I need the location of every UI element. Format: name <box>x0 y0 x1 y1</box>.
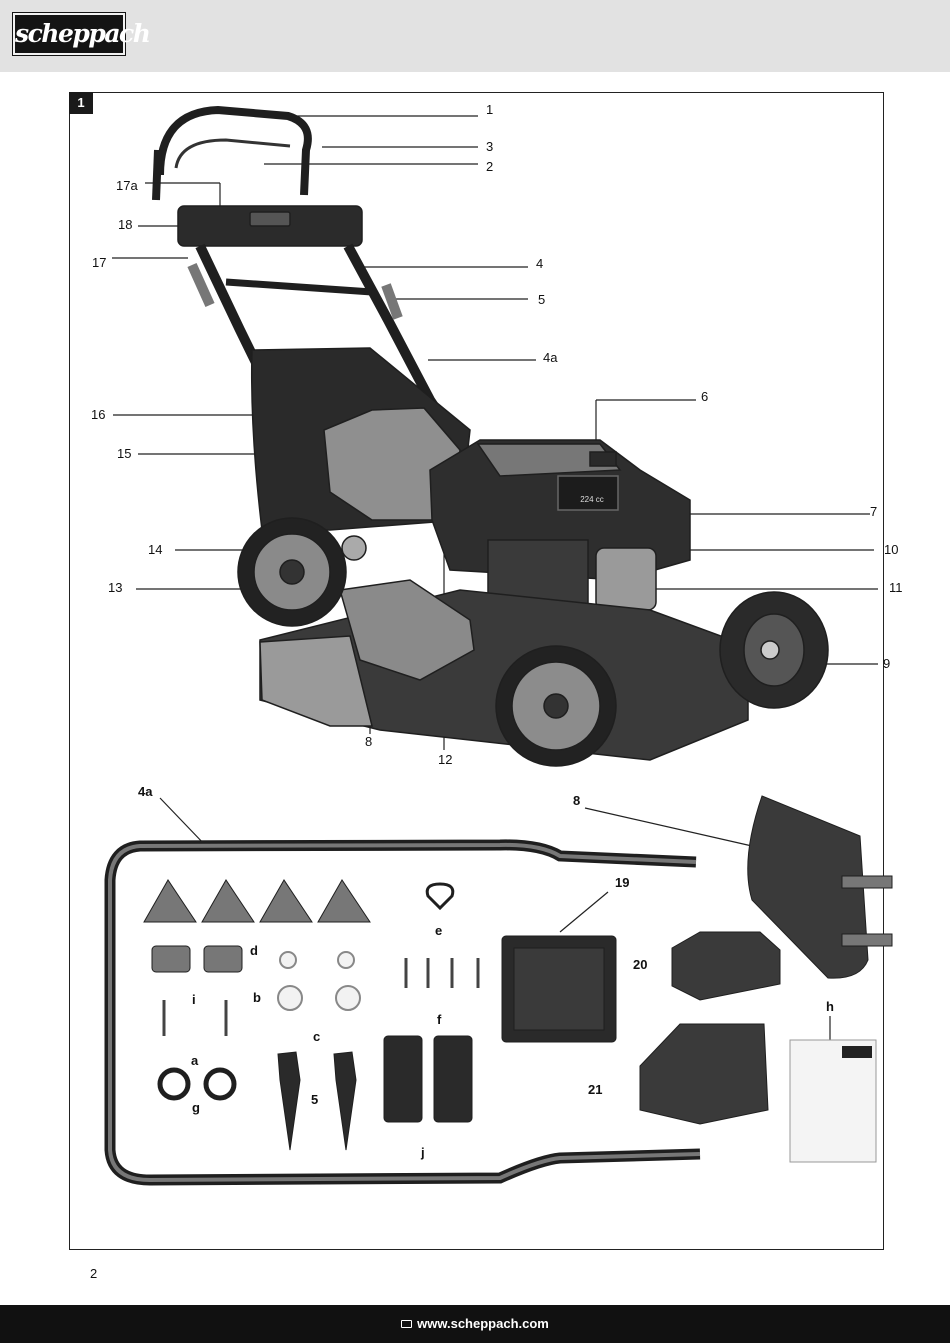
callout-10: 10 <box>884 542 899 557</box>
callout-11: 11 <box>889 580 903 595</box>
manual-h <box>789 1039 877 1163</box>
part-label-j: j <box>421 1145 425 1160</box>
callout-2: 2 <box>486 159 494 174</box>
part-label-b: b <box>253 990 261 1005</box>
callout-16: 16 <box>91 407 106 422</box>
engine-displacement-label: 224 cc <box>580 495 604 504</box>
website-link[interactable]: www.scheppach.com <box>0 1316 950 1331</box>
callout-13: 13 <box>108 580 123 595</box>
cable-clips-g <box>157 1067 237 1101</box>
clips-i <box>151 945 243 973</box>
callout-1: 1 <box>486 102 494 117</box>
part-label-8: 8 <box>573 793 581 808</box>
callout-6: 6 <box>701 389 709 404</box>
part-label-20: 20 <box>633 957 648 972</box>
levers-5 <box>277 1051 357 1151</box>
page-footer: www.scheppach.com <box>0 1305 950 1343</box>
part-label-a: a <box>191 1053 199 1068</box>
figure-number-badge: 1 <box>69 92 93 114</box>
callout-8: 8 <box>365 734 373 749</box>
callout-14: 14 <box>148 542 163 557</box>
mulch-plug-8 <box>747 795 869 979</box>
callout-17: 17 <box>92 255 107 270</box>
callout-9: 9 <box>883 656 891 671</box>
charger-21 <box>639 1023 769 1125</box>
lawn-mower-illustration: 224 cc <box>152 105 829 767</box>
accessory-parts <box>104 795 893 1186</box>
clip-e <box>425 882 455 911</box>
part-label-g: g <box>192 1100 200 1115</box>
part-label-4a: 4a <box>138 784 153 799</box>
part-label-21: 21 <box>588 1082 603 1097</box>
page-header: scheppach <box>0 0 950 72</box>
part-label-i: i <box>192 992 196 1007</box>
part-label-f: f <box>437 1012 442 1027</box>
callout-12: 12 <box>438 752 453 767</box>
part-label-h: h <box>826 999 834 1014</box>
washers-b-c <box>277 951 361 1011</box>
part-label-e: e <box>435 923 443 938</box>
part-label-19: 19 <box>615 875 630 890</box>
part-label-c: c <box>313 1029 321 1044</box>
battery-20 <box>671 931 781 1001</box>
holders-j <box>383 1035 473 1123</box>
part-label-5: 5 <box>311 1092 319 1107</box>
callout-4: 4 <box>536 256 544 271</box>
callout-17a: 17a <box>116 178 138 193</box>
computer-icon <box>401 1320 413 1328</box>
screws-a-f <box>162 958 480 1036</box>
website-url: www.scheppach.com <box>417 1316 549 1331</box>
figure-frame <box>69 92 884 1250</box>
callout-3: 3 <box>486 139 494 154</box>
callout-18: 18 <box>118 217 133 232</box>
part-label-d: d <box>250 943 258 958</box>
clip-set-d <box>143 879 371 923</box>
callout-15: 15 <box>117 446 132 461</box>
callout-5: 5 <box>538 292 546 307</box>
callout-7: 7 <box>870 504 878 519</box>
page-number: 2 <box>90 1266 98 1281</box>
callout-4a: 4a <box>543 350 558 365</box>
